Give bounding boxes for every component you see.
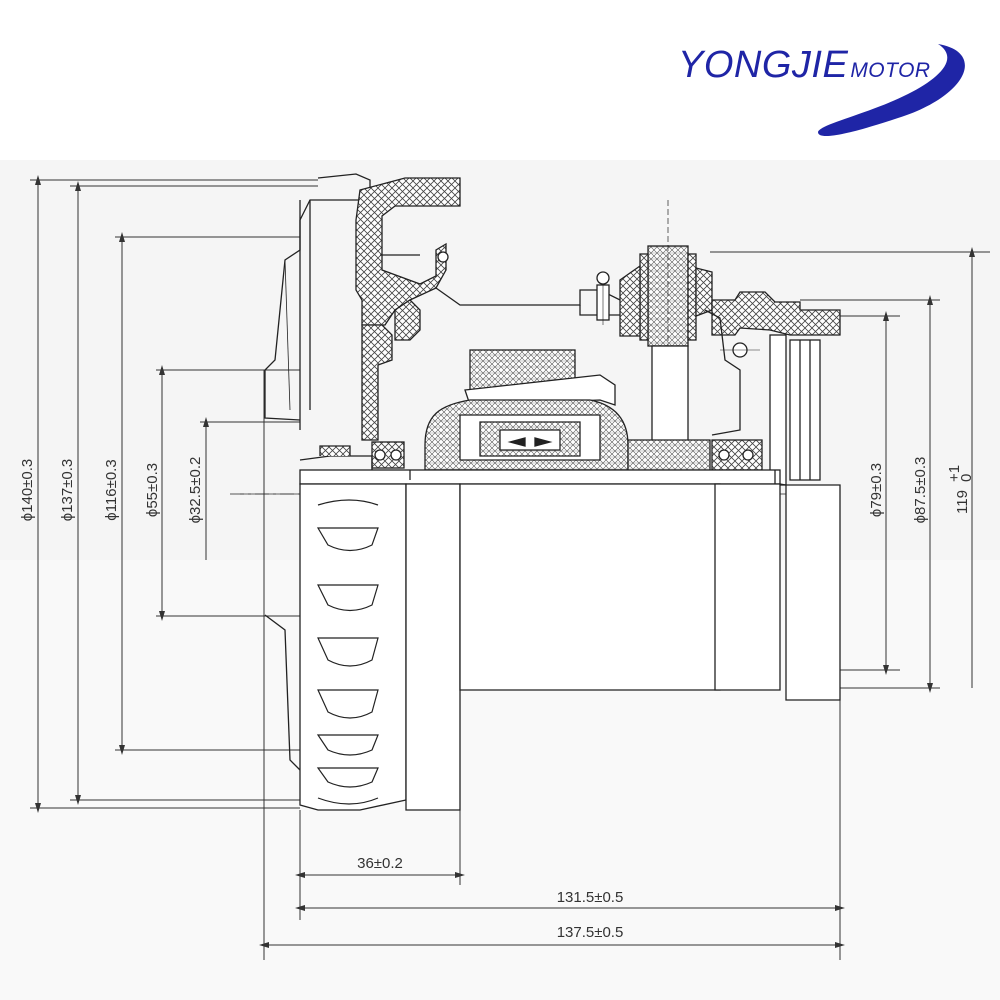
dim-d137: ϕ137±0.3 — [59, 459, 76, 522]
dim-d79: ϕ79±0.3 — [868, 463, 885, 517]
dim-len137-5: 137.5±0.5 — [557, 924, 624, 941]
dim-h119-upper-tol: +1 — [946, 465, 963, 482]
impeller-vanes — [316, 499, 379, 805]
logo-main-text: YONGJIE — [678, 44, 849, 86]
dim-h119-lower-tol: 0 — [958, 474, 975, 482]
logo-sub-text: MOTOR — [850, 59, 931, 82]
logo-swoosh-icon — [818, 44, 965, 137]
motor-body — [230, 173, 841, 811]
logo-text: YONGJIEMOTOR — [678, 44, 931, 87]
technical-drawing: ϕ140±0.3 ϕ137±0.3 ϕ116±0.3 ϕ55±0.3 ϕ32.5… — [0, 160, 1000, 1000]
dim-d140: ϕ140±0.3 — [19, 459, 36, 522]
motor-cross-section: ϕ140±0.3 ϕ137±0.3 ϕ116±0.3 ϕ55±0.3 ϕ32.5… — [0, 160, 1000, 1000]
brand-logo: YONGJIEMOTOR — [668, 18, 988, 158]
vertical-dimension-labels: ϕ140±0.3 ϕ137±0.3 ϕ116±0.3 ϕ55±0.3 ϕ32.5… — [19, 457, 975, 524]
vertical-dimension-lines — [35, 175, 975, 813]
dim-d116: ϕ116±0.3 — [103, 459, 120, 520]
dim-h119: 119 — [954, 490, 971, 514]
dim-len131-5: 131.5±0.5 — [557, 889, 624, 906]
horizontal-dimension-labels: 36±0.2 131.5±0.5 137.5±0.5 — [357, 855, 623, 941]
dim-d32-5: ϕ32.5±0.2 — [187, 457, 204, 524]
header: YONGJIEMOTOR — [0, 0, 1000, 160]
dim-d55: ϕ55±0.3 — [144, 463, 161, 517]
dim-h119-group: 119 +1 0 — [946, 465, 975, 514]
dim-len36: 36±0.2 — [357, 855, 403, 872]
dim-d87-5: ϕ87.5±0.3 — [912, 457, 929, 524]
